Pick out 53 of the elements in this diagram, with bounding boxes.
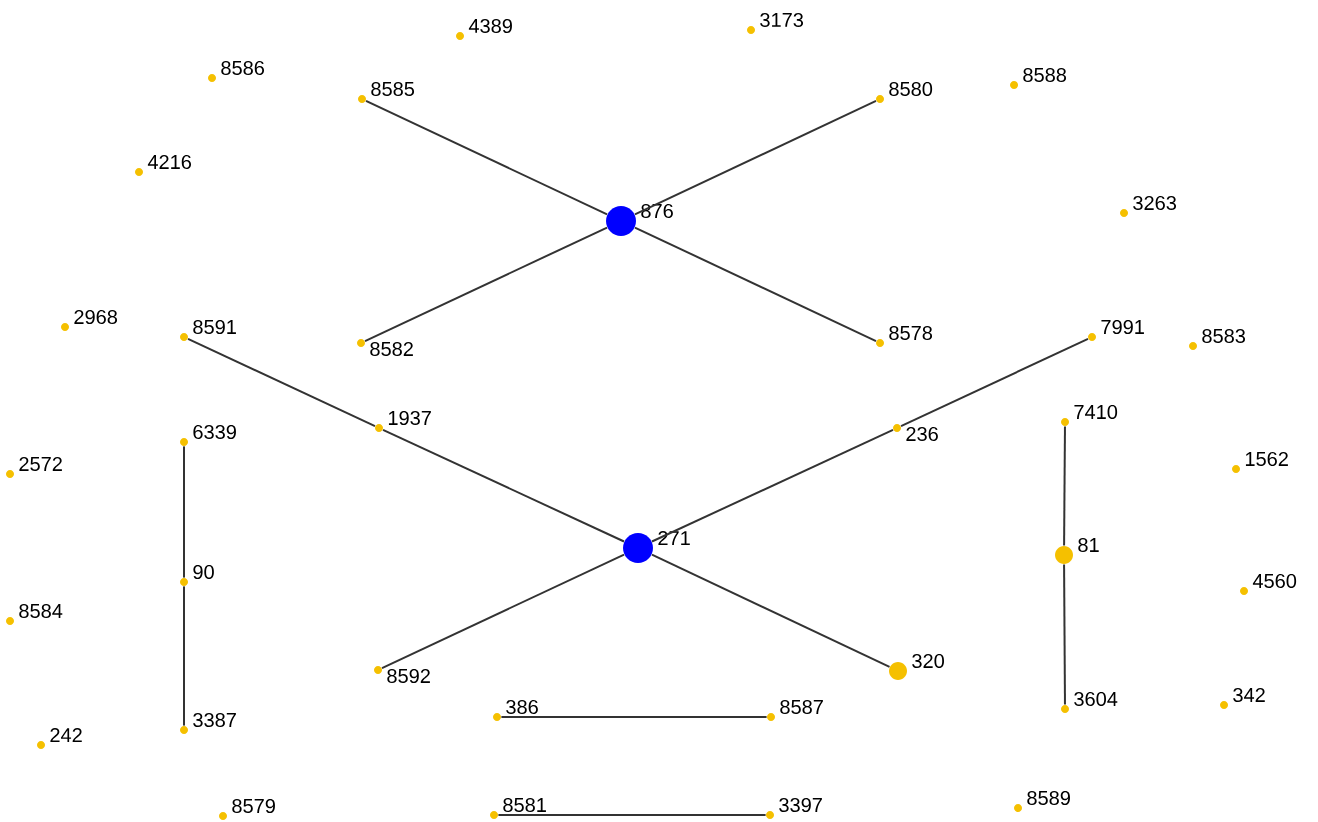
node-label: 8583 <box>1202 328 1245 344</box>
node-label: 8582 <box>370 341 413 357</box>
edge-line <box>497 814 767 816</box>
node-label: 6339 <box>193 424 236 440</box>
node-label: 8579 <box>232 798 275 814</box>
node-label: 1562 <box>1245 451 1288 467</box>
edge-line <box>1063 425 1066 547</box>
edge-line <box>381 553 626 670</box>
edge-line <box>183 585 185 727</box>
node-label: 3397 <box>779 797 822 813</box>
node-label: 4216 <box>147 154 191 170</box>
node-label: 236 <box>906 426 938 442</box>
node-label: 386 <box>506 699 538 715</box>
node-label: 4389 <box>468 18 512 34</box>
edge-line <box>500 716 768 718</box>
node-label: 7410 <box>1074 404 1118 420</box>
node-label: 2968 <box>74 309 117 325</box>
node-label: 1937 <box>388 410 431 426</box>
edge-line <box>1063 563 1066 706</box>
edge-line <box>187 337 376 428</box>
node-label: 8588 <box>1023 67 1067 83</box>
edge-line <box>650 553 891 668</box>
edge-line <box>364 226 609 343</box>
node-label: 8592 <box>387 668 430 684</box>
node-label: 8587 <box>780 699 823 715</box>
edge-line <box>651 428 894 543</box>
node-label: 242 <box>50 728 82 742</box>
node-label: 3263 <box>1133 195 1177 211</box>
node-label: 90 <box>193 564 214 580</box>
edge-line <box>183 445 185 579</box>
node-label: 8591 <box>193 319 236 335</box>
node-label: 320 <box>912 653 944 669</box>
node-label: 81 <box>1078 537 1099 553</box>
edge-line <box>633 99 878 216</box>
node-label: 8580 <box>889 81 933 97</box>
node-label: 342 <box>1233 687 1265 703</box>
node-label: 8585 <box>371 81 415 97</box>
edge-line <box>900 337 1089 428</box>
node-label: 8581 <box>503 797 546 813</box>
node-label: 8584 <box>19 603 63 619</box>
node-label: 2572 <box>19 456 62 472</box>
node-label: 8578 <box>889 325 932 341</box>
node-label: 4560 <box>1252 573 1297 589</box>
node-label: 7991 <box>1101 319 1144 335</box>
node-label: 3604 <box>1074 691 1118 707</box>
node-label: 876 <box>641 203 673 219</box>
edge-line <box>382 428 626 543</box>
node-label: 3387 <box>193 712 236 728</box>
node-label: 3173 <box>760 12 803 28</box>
node-label: 8589 <box>1027 790 1070 806</box>
edge-line <box>365 99 609 216</box>
node-label: 8586 <box>221 60 264 76</box>
edge-line <box>633 226 878 343</box>
